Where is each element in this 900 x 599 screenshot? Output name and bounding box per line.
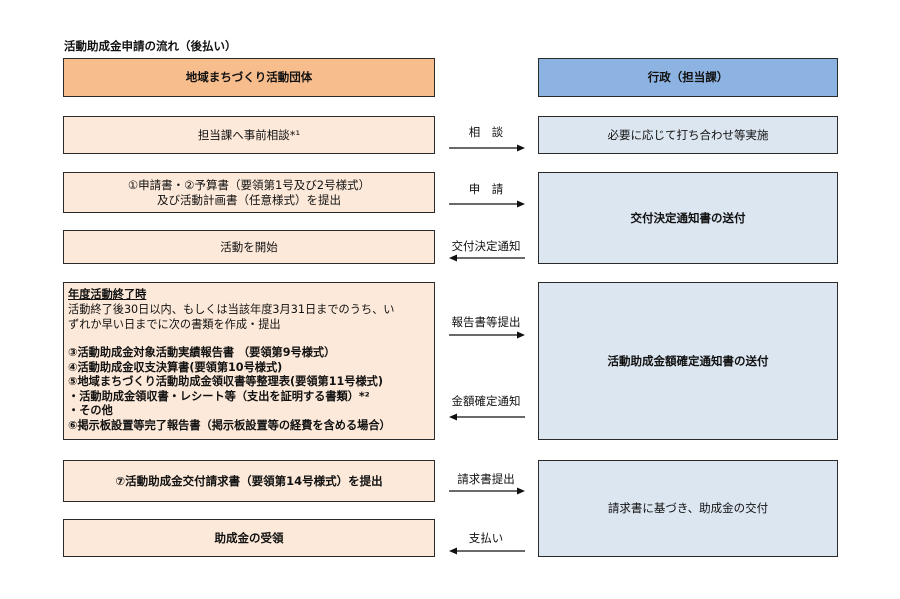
document-item: ⑤地域まちづくり活動助成金領収書等整理表(要領第11号様式) — [68, 375, 383, 389]
arrow-label-report-submit: 報告書等提出 — [451, 315, 521, 329]
step-submit-application: ①申請書・②予算書（要領第1号及び2号様式）及び活動計画書（任意様式）を提出 — [63, 172, 435, 213]
step-label: 助成金の受領 — [214, 530, 284, 545]
header-left-label: 地域まちづくり活動団体 — [185, 70, 313, 85]
step-label: 担当課へ事前相談*¹ — [197, 127, 301, 142]
year-end-line: ずれか早い日までに次の書類を作成・提出 — [68, 317, 281, 331]
step-receive-grant: 助成金の受領 — [63, 519, 435, 557]
step-label: ①申請書・②予算書（要領第1号及び2号様式） — [127, 177, 371, 192]
step-label: 及び活動計画書（任意様式）を提出 — [157, 192, 341, 207]
arrow-label-consult: 相 談 — [468, 125, 504, 139]
step-label: 必要に応じて打ち合わせ等実施 — [607, 127, 769, 142]
step-submit-invoice: ⑦活動助成金交付請求書（要領第14号様式）を提出 — [63, 460, 435, 502]
arrow-label-invoice-submit: 請求書提出 — [457, 472, 515, 486]
step-label: 請求書に基づき、助成金の交付 — [607, 501, 769, 516]
year-end-line: 活動終了後30日以内、もしくは当該年度3月31日までのうち、い — [68, 303, 395, 317]
admin-meeting: 必要に応じて打ち合わせ等実施 — [538, 116, 838, 154]
step-label: 活動助成金額確定通知書の送付 — [607, 353, 769, 368]
admin-grant-decision: 交付決定通知書の送付 — [538, 172, 838, 264]
header-right-label: 行政（担当課） — [647, 70, 729, 85]
arrow-left-icon — [449, 254, 525, 262]
diagram-title: 活動助成金申請の流れ（後払い） — [64, 39, 237, 53]
step-start-activity: 活動を開始 — [63, 230, 435, 264]
document-item: ・その他 — [68, 404, 113, 418]
document-item: ③活動助成金対象活動実績報告書 （要領第9号様式） — [68, 346, 336, 360]
header-administration: 行政（担当課） — [538, 58, 838, 97]
arrow-right-icon — [449, 200, 525, 208]
arrow-label-decision-notice: 交付決定通知 — [451, 239, 521, 253]
step-label: 活動を開始 — [220, 239, 278, 254]
step-year-end-report: 年度活動終了時 活動終了後30日以内、もしくは当該年度3月31日までのうち、い … — [63, 282, 435, 440]
arrow-label-payment: 支払い — [468, 531, 504, 545]
arrow-right-icon — [449, 487, 525, 495]
admin-amount-confirmation: 活動助成金額確定通知書の送付 — [538, 282, 838, 440]
arrow-right-icon — [449, 331, 525, 339]
step-label: 交付決定通知書の送付 — [630, 210, 746, 225]
document-item: ・活動助成金領収書・レシート等（支出を証明する書類）*² — [68, 389, 370, 403]
year-end-heading: 年度活動終了時 — [68, 288, 147, 302]
step-prior-consultation: 担当課へ事前相談*¹ — [63, 116, 435, 154]
arrow-left-icon — [449, 547, 525, 555]
arrow-label-amount-notice: 金額確定通知 — [451, 394, 521, 408]
step-label: ⑦活動助成金交付請求書（要領第14号様式）を提出 — [115, 473, 383, 488]
document-item: ⑥掲示板設置等完了報告書（掲示板設置等の経費を含める場合） — [68, 418, 391, 432]
arrow-right-icon — [449, 144, 525, 152]
header-community-group: 地域まちづくり活動団体 — [63, 58, 435, 97]
arrow-label-apply: 申 請 — [468, 182, 504, 196]
arrow-left-icon — [449, 413, 525, 421]
document-item: ④活動助成金収支決算書(要領第10号様式) — [68, 360, 283, 374]
admin-grant-payment: 請求書に基づき、助成金の交付 — [538, 460, 838, 557]
